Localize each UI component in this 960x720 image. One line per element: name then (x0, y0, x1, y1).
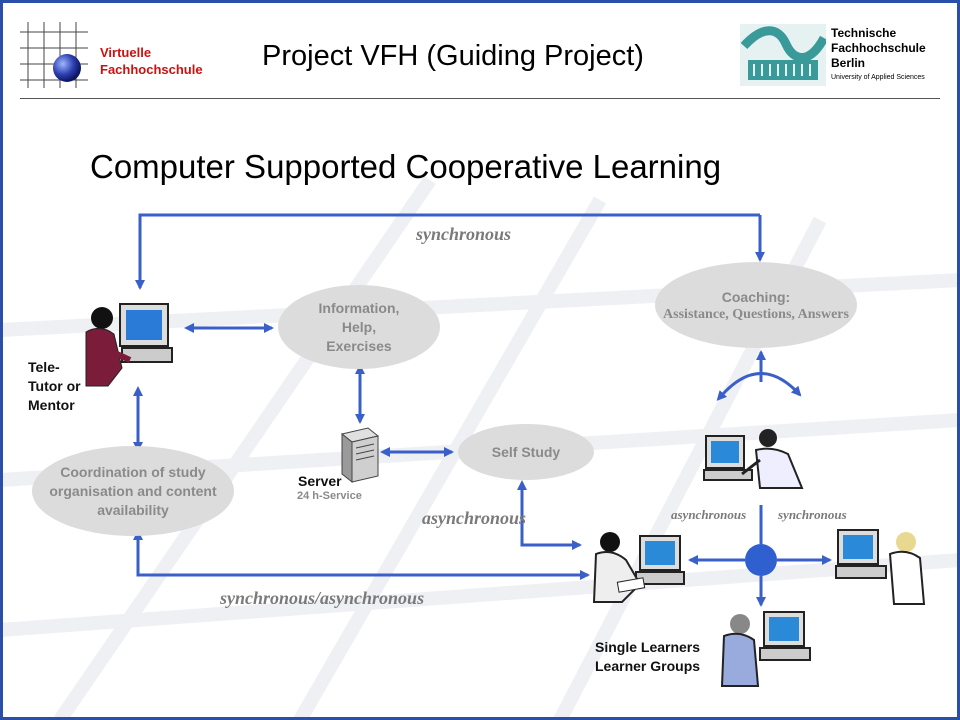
self-study-label: Self Study (491, 443, 561, 460)
learners-line1: Single Learners (595, 639, 701, 655)
vfh-logo-line1: Virtuelle (100, 45, 152, 60)
node-self-study: Self Study (458, 424, 594, 480)
node-coordination: Coordination of study organisation and c… (32, 446, 234, 536)
tfh-logo-text: Technische Fachhochschule Berlin (831, 26, 926, 71)
coaching-line2: Assistance, Questions, Answers (663, 306, 849, 322)
person-at-computer-icon (720, 611, 811, 687)
edge-label-top-synchronous: synchronous (416, 224, 512, 244)
tutor-line1: Tele- (28, 359, 60, 375)
tutor-line3: Mentor (28, 397, 75, 413)
coordination-line1: Coordination of study (60, 463, 206, 480)
coaching-line1: Coaching: (721, 288, 791, 305)
edge-label-right-synchronous: synchronous (778, 507, 847, 522)
coordination-line3: availability (97, 501, 169, 518)
vfh-logo-text: Virtuelle Fachhochschule (100, 44, 203, 78)
tfh-logo-line2: Fachhochschule (831, 41, 926, 55)
tfh-logo-line1: Technische (831, 26, 897, 40)
tutor-line2: Tutor or (28, 378, 81, 394)
header-divider (20, 98, 940, 99)
arrow-top-sync (135, 213, 760, 290)
vfh-logo-line2: Fachhochschule (100, 62, 203, 77)
arrow-coordination-learner (133, 530, 590, 580)
header-title: Project VFH (Guiding Project) (262, 40, 644, 72)
person-at-computer-icon (592, 532, 685, 603)
edge-label-right-asynchronous: asynchronous (671, 507, 747, 522)
person-at-computer-icon (835, 529, 926, 605)
learners-line2: Learner Groups (595, 658, 701, 674)
main-title: Computer Supported Cooperative Learning (90, 148, 722, 185)
server-tower-icon (340, 427, 380, 484)
server-sub-label: 24 h-Service (297, 490, 362, 502)
server-label: Server (298, 473, 342, 489)
arrow-selfstudy-learner (517, 480, 582, 550)
hub-circle-icon (745, 544, 777, 576)
learners-label: Single Learners Learner Groups (595, 638, 700, 676)
info-line3: Exercises (326, 337, 392, 354)
tfh-logo-subtitle: University of Applied Sciences (831, 74, 925, 81)
info-line1: Information, (318, 299, 400, 316)
edge-label-sync-async: synchronous/asynchronous (220, 588, 425, 608)
node-information: Information, Help, Exercises (278, 285, 440, 369)
info-line2: Help, (341, 318, 377, 335)
tutor-label: Tele- Tutor or Mentor (28, 358, 81, 415)
edge-label-asynchronous: asynchronous (422, 508, 527, 528)
node-coaching: Coaching: Assistance, Questions, Answers (655, 262, 857, 348)
tfh-logo-line3: Berlin (831, 56, 866, 70)
tfh-wave-logo-icon (740, 24, 826, 86)
person-at-computer-icon (85, 303, 173, 387)
arrow-coaching-fork (716, 372, 802, 401)
grid-sphere-logo-icon (20, 22, 88, 88)
coordination-line2: organisation and content (49, 482, 217, 499)
person-at-computer-icon (703, 429, 804, 489)
